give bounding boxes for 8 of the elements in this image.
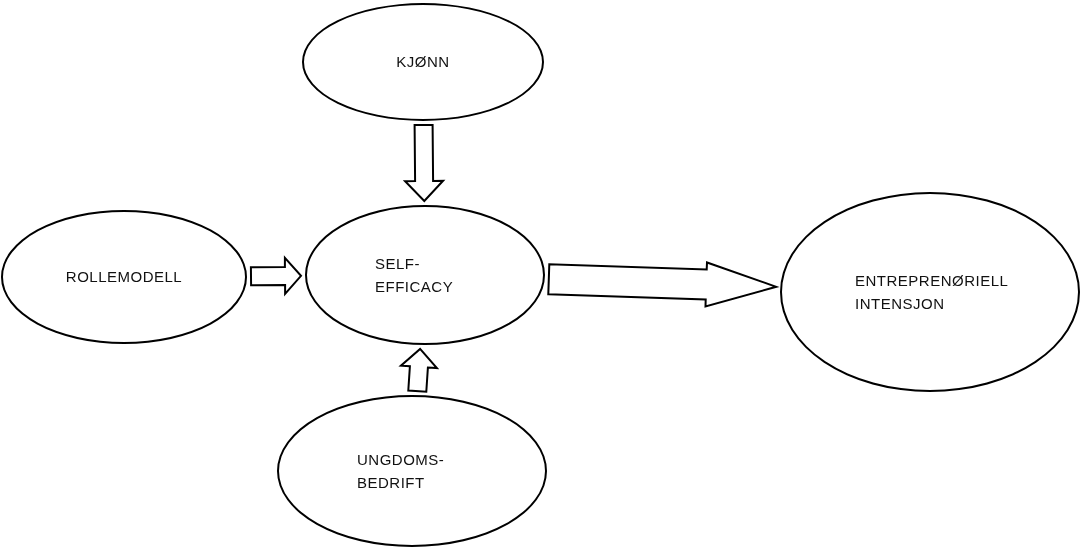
node-label: ROLLEMODELL xyxy=(65,267,183,288)
node-label: KJØNN xyxy=(396,52,450,73)
node-label: SELF- EFFICACY xyxy=(375,253,455,297)
node-label: UNGDOMS- BEDRIFT xyxy=(357,449,446,493)
block-arrow xyxy=(398,347,440,393)
block-arrow xyxy=(402,123,446,203)
block-arrow xyxy=(547,261,780,308)
block-arrow xyxy=(249,255,303,297)
